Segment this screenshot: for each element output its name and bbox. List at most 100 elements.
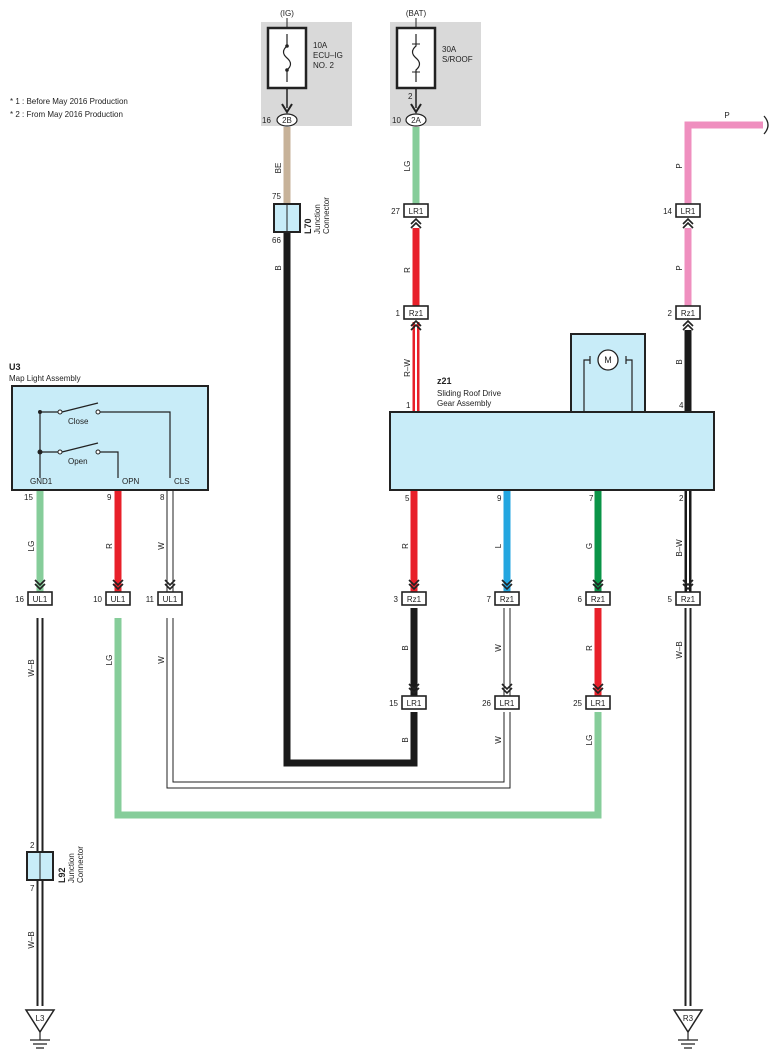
- motor-icon: [597, 349, 619, 371]
- wire-color-label: LG: [105, 655, 114, 666]
- connector-ul1-16: UL1 16: [15, 579, 53, 606]
- pin-cls-label: CLS: [174, 477, 190, 486]
- junction-l92-pin-bottom: 7: [30, 884, 35, 893]
- connector-name: UL1: [33, 595, 48, 604]
- map-light-assembly: [11, 385, 209, 491]
- connector-pin-number: 16: [15, 595, 24, 604]
- wire-color-label: LG: [585, 735, 594, 746]
- connector-lr1-26: LR1 26: [482, 683, 520, 710]
- connector-pin-number: 7: [487, 595, 492, 604]
- roof-drive-name1: Sliding Roof Drive: [437, 389, 502, 398]
- connector-pin-number: 27: [391, 207, 400, 216]
- connector-rz1-2: Rz1 2: [668, 305, 701, 331]
- junction-l92-type2: Connector: [76, 846, 85, 883]
- wire-color-label: W: [494, 644, 503, 652]
- connector-pin-number: 2: [668, 309, 673, 318]
- map-light-id: U3: [9, 362, 21, 372]
- roof-drive-pin-4: 4: [679, 401, 684, 410]
- roof-drive-pin-1: 1: [406, 401, 411, 410]
- pin-opn-label: OPN: [122, 477, 140, 486]
- roof-drive-id: z21: [437, 376, 452, 386]
- note-before-2016: * 1 : Before May 2016 Production: [10, 97, 128, 106]
- pin-opn-num: 9: [107, 493, 112, 502]
- fuse-sroof-name: S/ROOF: [442, 55, 473, 64]
- connector-name: Rz1: [681, 595, 696, 604]
- connector-name: Rz1: [407, 595, 422, 604]
- wire-color-label: R: [401, 543, 410, 549]
- wire-color-label: W–B: [27, 659, 36, 676]
- connector-rz1-1: Rz1 1: [396, 305, 429, 331]
- fuse-ecu-ig-element: [282, 34, 292, 82]
- connector-pin-number: 14: [663, 207, 672, 216]
- fuse-ig-arrow-icon: [281, 103, 293, 114]
- wire-color-label: LG: [27, 541, 36, 552]
- junction-l92-id: L92: [57, 867, 67, 883]
- connector-name: Rz1: [681, 309, 696, 318]
- connector-pin-number: 15: [389, 699, 398, 708]
- ground-r3-icon: [672, 1009, 704, 1034]
- connector-arrow-icon: [501, 579, 513, 591]
- roof-drive-pin-9: 9: [497, 494, 502, 503]
- fuse-bat-supply: (BAT): [406, 9, 427, 18]
- connector-arrow-icon: [34, 579, 46, 591]
- wire-p-top: [684, 121, 763, 204]
- ground-l3: L3: [24, 1009, 56, 1049]
- junction-l70-type1: Junction: [313, 204, 322, 234]
- junction-l70-id: L70: [303, 218, 313, 234]
- connector-pin-number: 26: [482, 699, 491, 708]
- fuse-ecu-ig-name: ECU–IG: [313, 51, 343, 60]
- fuse-bat-connector: 2A: [411, 116, 421, 125]
- connector-name: LR1: [591, 699, 606, 708]
- connector-arrow-icon: [592, 579, 604, 591]
- wire-color-label: L: [494, 543, 503, 548]
- wire-color-label: B: [401, 645, 410, 650]
- pin-gnd1-num: 15: [24, 493, 33, 502]
- fuse-ig-connector: 2B: [282, 116, 292, 125]
- wire-color-label: B: [401, 737, 410, 742]
- connector-name: LR1: [500, 699, 515, 708]
- wire-color-label: W: [157, 656, 166, 664]
- connector-name: Rz1: [409, 309, 424, 318]
- wire-color-label: W: [157, 542, 166, 550]
- connector-arrow-icon: [682, 217, 694, 229]
- fuse-ig-supply: (IG): [280, 9, 294, 18]
- connector-arrow-icon: [682, 319, 694, 331]
- connector-pin-number: 11: [146, 595, 155, 604]
- connector-pin-number: 10: [93, 595, 102, 604]
- wire-color-label: W–B: [675, 641, 684, 658]
- ground-l3-label: L3: [36, 1014, 45, 1023]
- roof-drive-name2: Gear Assembly: [437, 399, 491, 408]
- connector-arrow-icon: [501, 683, 513, 695]
- wire-p-continuation-icon: [763, 115, 769, 135]
- wire-b-main: [283, 232, 418, 767]
- switch-open-label: Open: [68, 457, 88, 466]
- connector-ul1-10: UL1 10: [93, 579, 131, 606]
- wire-color-label: W–B: [27, 931, 36, 948]
- roof-drive-pin-7: 7: [589, 494, 594, 503]
- junction-l70-type2: Connector: [322, 197, 331, 234]
- wire-color-label: BE: [274, 163, 283, 174]
- wire-w-loop: [167, 618, 510, 788]
- connector-arrow-icon: [112, 579, 124, 591]
- ground-r3-label: R3: [683, 1014, 694, 1023]
- ground-l3-icon: [24, 1009, 56, 1034]
- junction-l70-pin-top: 75: [272, 192, 281, 201]
- wire-color-label: B: [274, 265, 283, 270]
- connector-arrow-icon: [410, 217, 422, 229]
- junction-l92-pin-top: 2: [30, 841, 35, 850]
- connector-pin-number: 1: [396, 309, 401, 318]
- connector-arrow-icon: [408, 579, 420, 591]
- connector-name: UL1: [111, 595, 126, 604]
- note-from-2016: * 2 : From May 2016 Production: [10, 110, 123, 119]
- connector-arrow-icon: [164, 579, 176, 591]
- wire-color-label: R: [403, 267, 412, 273]
- fuse-bat-pin: 10: [392, 116, 401, 125]
- roof-drive-pin-2: 2: [679, 494, 684, 503]
